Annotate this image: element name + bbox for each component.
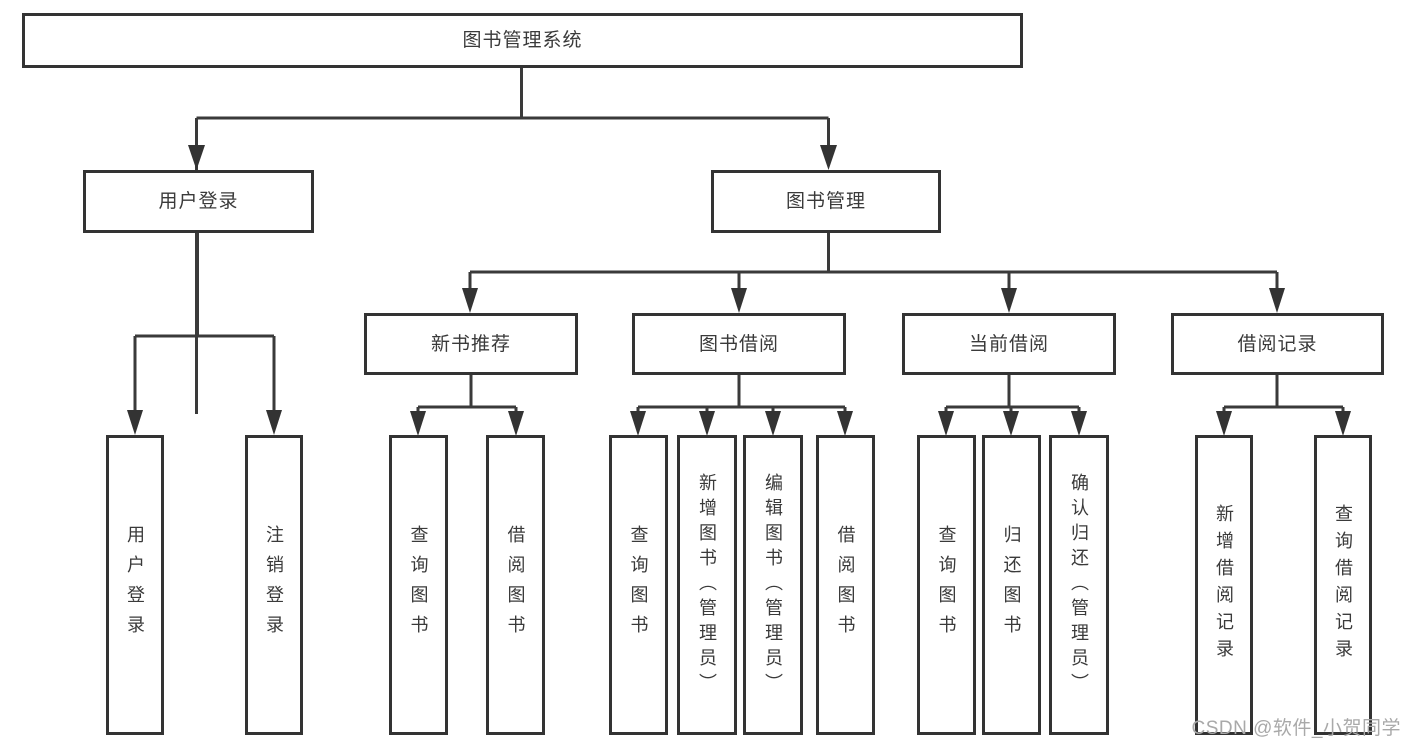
csdn-watermark: CSDN @软件_小贺同学 (1191, 718, 1401, 739)
connector-bookmgmt-to-level3 (462, 233, 1285, 313)
connector-bookborrow-to-leaves (630, 375, 853, 436)
connector-currentborrow-to-leaves (938, 375, 1087, 436)
node-new-book-rec: 新书推荐 (364, 313, 578, 375)
leaf-add-book-admin: 新增图书（管理员） (677, 435, 737, 735)
node-root: 图书管理系统 (22, 13, 1023, 68)
leaf-borrow-book-rec: 借阅图书 (486, 435, 545, 735)
node-book-mgmt: 图书管理 (711, 170, 941, 233)
leaf-query-book-borrow: 查询图书 (609, 435, 668, 735)
leaf-user-login: 用户登录 (106, 435, 164, 735)
node-book-borrow: 图书借阅 (632, 313, 846, 375)
connector-borrowrecords-to-leaves (1216, 375, 1351, 436)
leaf-add-borrow-record: 新增借阅记录 (1195, 435, 1253, 735)
leaf-query-borrow-record: 查询借阅记录 (1314, 435, 1372, 735)
connector-root-to-level2 (188, 68, 837, 414)
leaf-borrow-book-borrow: 借阅图书 (816, 435, 875, 735)
leaf-return-book: 归还图书 (982, 435, 1041, 735)
node-user-login: 用户登录 (83, 170, 314, 233)
leaf-edit-book-admin: 编辑图书（管理员） (743, 435, 803, 735)
node-current-borrow: 当前借阅 (902, 313, 1116, 375)
node-borrow-records: 借阅记录 (1171, 313, 1384, 375)
leaf-logout: 注销登录 (245, 435, 303, 735)
connector-userlogin-to-leaves (127, 233, 282, 435)
connector-newbookrec-to-leaves (410, 375, 524, 436)
leaf-query-book-current: 查询图书 (917, 435, 976, 735)
leaf-confirm-return-admin: 确认归还（管理员） (1049, 435, 1109, 735)
leaf-query-book-rec: 查询图书 (389, 435, 448, 735)
